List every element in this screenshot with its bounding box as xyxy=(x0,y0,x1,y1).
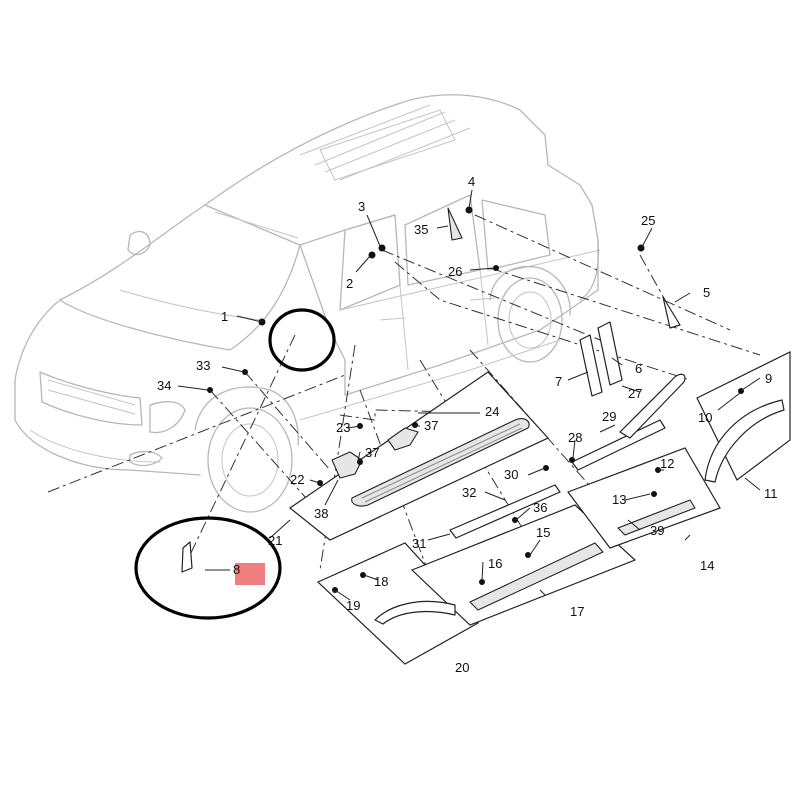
panel-wheel-arch-front xyxy=(316,542,479,665)
label-7: 7 xyxy=(555,374,562,389)
label-1: 1 xyxy=(221,309,228,324)
window-trim-35 xyxy=(447,207,463,241)
label-37b: 37 xyxy=(365,445,379,460)
label-33: 33 xyxy=(196,358,210,373)
label-22: 22 xyxy=(290,472,304,487)
label-17: 17 xyxy=(570,604,584,619)
label-29: 29 xyxy=(602,409,616,424)
label-leaders xyxy=(177,189,761,601)
label-12: 12 xyxy=(660,456,674,471)
label-30: 30 xyxy=(504,467,518,482)
label-21: 21 xyxy=(268,533,282,548)
label-32: 32 xyxy=(462,485,476,500)
pillar-trim-front xyxy=(579,334,603,397)
label-11: 11 xyxy=(764,486,778,501)
label-31: 31 xyxy=(412,536,426,551)
label-24: 24 xyxy=(485,404,499,419)
rear-wheel-arch-part xyxy=(704,399,785,483)
pillar-trim-rear xyxy=(597,321,623,386)
label-36: 36 xyxy=(533,500,547,515)
label-20: 20 xyxy=(455,660,469,675)
label-34: 34 xyxy=(157,378,171,393)
label-5: 5 xyxy=(703,285,710,300)
label-16: 16 xyxy=(488,556,502,571)
label-27: 27 xyxy=(628,386,642,401)
label-3: 3 xyxy=(358,199,365,214)
label-35: 35 xyxy=(414,222,428,237)
bracket-lower xyxy=(331,451,363,479)
label-9: 9 xyxy=(765,371,772,386)
side-rocker-part xyxy=(469,542,604,611)
fastener-dots xyxy=(207,206,744,593)
label-14: 14 xyxy=(700,558,714,573)
label-26: 26 xyxy=(448,264,462,279)
part-labels: 1 2 3 4 5 6 7 8 9 10 11 12 13 14 15 16 1… xyxy=(157,174,778,675)
bracket-upper xyxy=(387,427,419,451)
door-moulding-part xyxy=(449,484,561,539)
label-4: 4 xyxy=(468,174,475,189)
label-8: 8 xyxy=(233,562,240,577)
label-23: 23 xyxy=(336,420,350,435)
trim-part-8 xyxy=(181,541,193,573)
label-39: 39 xyxy=(650,523,664,538)
label-2: 2 xyxy=(346,276,353,291)
label-25: 25 xyxy=(641,213,655,228)
panel-rocker-rear xyxy=(567,447,721,549)
rear-rocker-part xyxy=(617,499,696,536)
rear-quarter-strip xyxy=(619,373,686,439)
callout-circle-pillar xyxy=(268,308,336,372)
label-28: 28 xyxy=(568,430,582,445)
label-13: 13 xyxy=(612,492,626,507)
label-18: 18 xyxy=(374,574,388,589)
front-wheel-arch-part xyxy=(374,600,456,625)
highlight-marker xyxy=(235,563,265,585)
corner-trim-5 xyxy=(662,296,681,329)
label-15: 15 xyxy=(536,525,550,540)
callout-circle-trim-8 xyxy=(134,516,282,620)
label-38: 38 xyxy=(314,506,328,521)
label-6: 6 xyxy=(635,361,642,376)
label-10: 10 xyxy=(698,410,712,425)
label-19: 19 xyxy=(346,598,360,613)
label-37a: 37 xyxy=(424,418,438,433)
